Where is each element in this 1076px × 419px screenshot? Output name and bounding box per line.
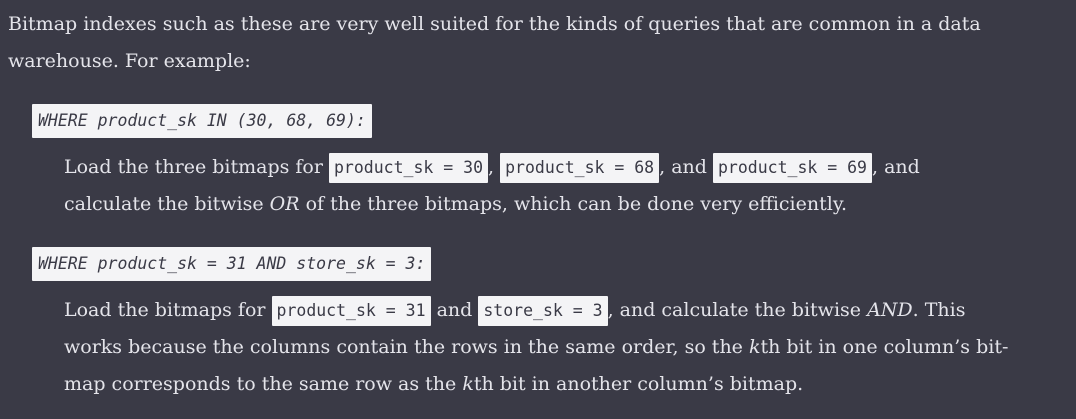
query2-text: . This: [912, 299, 966, 321]
emphasis: AND: [867, 299, 913, 321]
emphasis: k: [462, 373, 474, 395]
query1-text: calculate the bitwise: [64, 193, 270, 215]
query2-text: map corresponds to the same row as the: [64, 373, 463, 395]
query2-text: works because the columns contain the ro…: [64, 336, 749, 358]
query2-code: WHERE product_sk = 31 AND store_sk = 3:: [32, 247, 432, 281]
query1-text: Load the three bitmaps for: [64, 156, 329, 178]
intro-line-2: warehouse. For example:: [8, 50, 251, 72]
query2-text: , and calculate the bitwise: [607, 299, 868, 321]
query1-description: Load the three bitmaps for product_sk = …: [64, 149, 1064, 223]
emphasis: k: [748, 336, 761, 358]
inline-code: product_sk = 69: [712, 153, 872, 183]
emphasis: OR: [269, 193, 300, 215]
inline-code: product_sk = 31: [271, 296, 431, 326]
inline-code: store_sk = 3: [478, 296, 608, 326]
query1-text: of the three bitmaps, which can be done …: [299, 193, 848, 215]
query1-code: WHERE product_sk IN (30, 68, 69):: [32, 104, 372, 138]
intro-line-1: Bitmap indexes such as these are very we…: [8, 13, 981, 35]
query1-text: , and: [872, 156, 920, 178]
inline-code: product_sk = 68: [500, 153, 660, 183]
query2-text: and: [430, 299, 479, 321]
query2-text: th bit in one column’s bit-: [760, 336, 1009, 358]
query2-text: Load the bitmaps for: [64, 299, 272, 321]
query1-text: , and: [659, 156, 713, 178]
inline-code: product_sk = 30: [329, 153, 489, 183]
intro-paragraph: Bitmap indexes such as these are very we…: [8, 6, 1068, 80]
query2-description: Load the bitmaps for product_sk = 31 and…: [64, 292, 1064, 403]
query1-text: ,: [488, 156, 501, 178]
query2-text: th bit in another column’s bitmap.: [473, 373, 804, 395]
